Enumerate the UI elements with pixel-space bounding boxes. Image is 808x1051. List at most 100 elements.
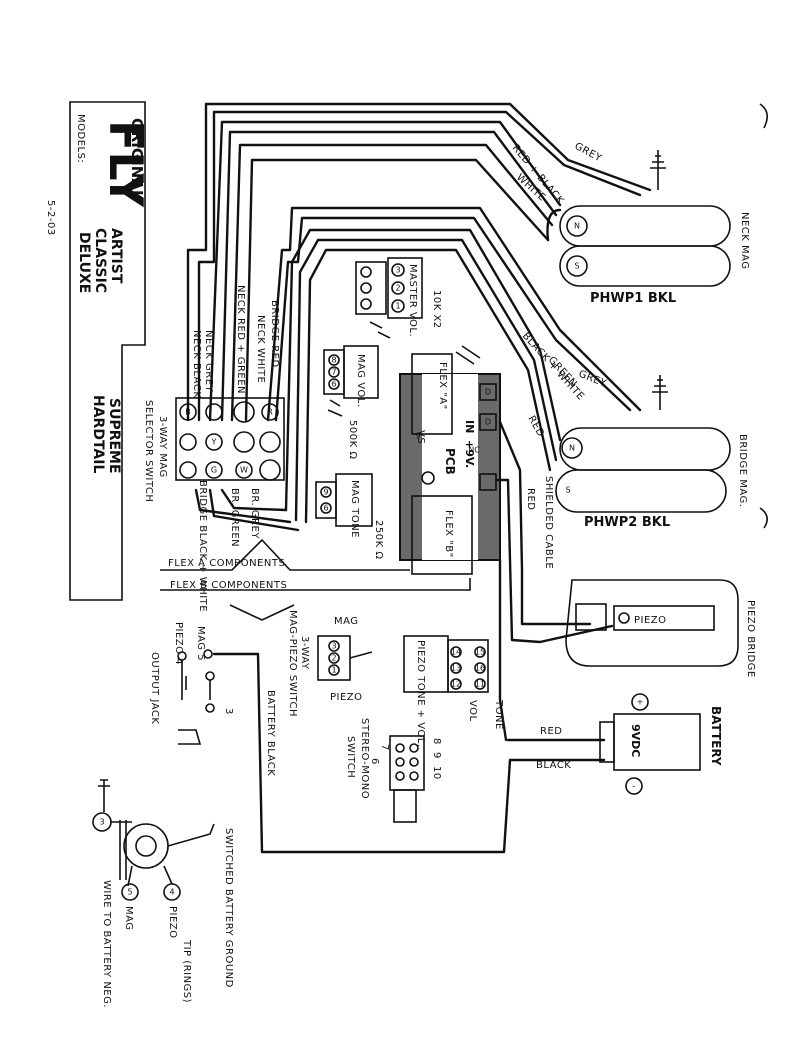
mag-vol-label: MAG VOL. <box>355 354 366 408</box>
label-neck-red-green: NECK RED + GREEN <box>235 285 246 394</box>
pcb-pad-d1: D <box>485 388 491 397</box>
pcb-board: FLEX "A" FLEX "B" IN +9V. PCB VS D D NC … <box>399 345 501 575</box>
flex-divider: FLEX A COMPONENTS FLEX B COMPONENTS <box>160 538 471 621</box>
battery: 9VDC BATTERY + - RED BLACK <box>536 693 723 795</box>
sms-pin-10: 10 <box>431 766 442 780</box>
shielded-cable-label: SHIELDED CABLE <box>543 476 554 569</box>
ptv-vol: VOL <box>467 700 478 722</box>
label-neck-white: NECK WHITE <box>255 315 266 383</box>
neck-pickup-south-coil <box>559 245 731 287</box>
master-vol-label: MASTER VOL. <box>407 264 418 337</box>
battery-minus: - <box>633 782 636 791</box>
jd-n5: 5 <box>127 888 132 897</box>
label-br-green: BR. GREEN <box>229 488 240 547</box>
master-pin-2: 2 <box>395 284 400 293</box>
neck-pickup: N S PHWP1 BKL NECK MAG GREY RED + BLACK … <box>510 141 750 306</box>
flex-a-components: FLEX A COMPONENTS <box>168 558 285 569</box>
mag-vol-pot: 8 7 6 MAG VOL. 500K Ω <box>323 345 379 459</box>
bridge-north-marker: N <box>569 444 575 453</box>
model-supreme: SUPREME <box>106 398 122 474</box>
neck-south-marker: S <box>574 262 579 271</box>
pcb-pcb: PCB <box>443 448 457 475</box>
title-date: 5-2-03 <box>45 200 56 236</box>
title-fly: FLY <box>99 120 153 208</box>
neck-wire-grey: GREY <box>573 141 604 165</box>
title-block: ORIGINAL FLY MODELS: 5-2-03 ARTIST CLASS… <box>45 101 153 601</box>
neck-pickup-side-label: NECK MAG <box>739 212 750 270</box>
mag-piezo-switch: 3 2 1 MAG PIEZO 3-WAY MAG-PIEZO SWITCH <box>287 610 373 717</box>
pcb-vs: VS <box>415 430 426 444</box>
magvol-pin-8: 8 <box>331 356 336 365</box>
ptv-pin-16: 16 <box>475 664 485 673</box>
harness-labels: NECK BLACK NECK GREY NECK RED + GREEN NE… <box>191 285 280 612</box>
model-deluxe: DELUXE <box>76 232 92 293</box>
selector-pin-y: Y <box>211 438 217 447</box>
pcb-in: IN <box>463 420 476 433</box>
mag-tone-value: 250K Ω <box>373 520 384 559</box>
selector-title: 3-WAY MAG <box>157 416 168 478</box>
jack-num3: 3 <box>223 708 234 715</box>
magtone-pin-6: 6 <box>323 504 328 513</box>
red-wire-label: RED <box>525 488 536 510</box>
jd-n4: 4 <box>169 888 174 897</box>
master-pin-1: 1 <box>395 302 400 311</box>
battery-volt: 9VDC <box>629 724 642 757</box>
wire-harness <box>186 102 652 532</box>
shielded-cable: SHIELDED CABLE RED <box>494 420 614 644</box>
pcb-pad-d2: D <box>485 418 491 427</box>
piezo-bridge-side-label: PIEZO BRIDGE <box>745 600 756 678</box>
neck-pickup-name: PHWP1 BKL <box>590 291 676 306</box>
model-artist: ARTIST <box>108 228 124 284</box>
label-bridge-black-white: BRIDGE BLACK + WHITE <box>197 480 208 612</box>
master-pin-3: 3 <box>395 266 400 275</box>
model-classic: CLASSIC <box>92 228 108 293</box>
mps-pin-1: 1 <box>331 666 336 675</box>
selector-pin-b: B <box>185 408 191 417</box>
sms-pin-8: 8 <box>431 738 442 745</box>
jd-wire-neg: WIRE TO BATTERY NEG. <box>101 880 112 1008</box>
sms-pin-7: 7 <box>379 744 390 751</box>
jack-detail: 3 5 4 SWITCHED BATTERY GROUND WIRE TO BA… <box>92 779 234 1008</box>
ptv-pin-15: 15 <box>475 648 485 657</box>
ptv-pin-12: 12 <box>451 680 461 689</box>
bridge-pickup-side-label: BRIDGE MAG. <box>737 434 748 507</box>
magvol-pin-7: 7 <box>331 368 336 377</box>
mag-tone-pot: 9 6 MAG TONE 250K Ω <box>315 473 384 559</box>
title-original: ORIGINAL <box>128 118 146 200</box>
selector-pin-r: R <box>267 408 273 417</box>
neck-north-marker: N <box>574 222 580 231</box>
jd-tip-rings: TIP (RINGS) <box>181 939 192 1003</box>
piezo-bridge: PIEZO PIEZO BRIDGE <box>565 579 756 678</box>
mps-pin-2: 2 <box>331 654 336 663</box>
label-neck-black: NECK BLACK <box>191 330 202 398</box>
mag-tone-label: MAG TONE <box>349 480 360 538</box>
flex-b-components: FLEX B COMPONENTS <box>170 580 287 591</box>
jd-mag: MAG <box>123 906 134 931</box>
mps-pin-3: 3 <box>331 642 336 651</box>
battery-black-label: BATTERY BLACK <box>265 690 276 776</box>
bridge-south-marker: S <box>565 486 570 495</box>
ptv-pin-13: 13 <box>451 664 461 673</box>
ptv-pin-11: 11 <box>475 680 485 689</box>
sms-pin-9: 9 <box>431 752 442 759</box>
magvol-pin-6: 6 <box>331 380 336 389</box>
punch-hole-top <box>759 103 768 129</box>
pcb-flex-a: FLEX "A" <box>437 362 448 410</box>
battery-black-wire-label: BLACK <box>536 760 571 771</box>
pcb-nc: NC <box>468 446 480 455</box>
jd-n3: 3 <box>99 818 104 827</box>
sms-subtitle: SWITCH <box>345 736 356 778</box>
label-br-grey: BR. GREY <box>249 488 260 539</box>
master-vol-pot: 3 2 1 MASTER VOL. 10K X2 <box>355 257 442 339</box>
mag-vol-value: 500K Ω <box>347 420 358 459</box>
bridge-pickup-north-coil <box>559 427 731 471</box>
ptv-tone: TONE <box>493 699 504 730</box>
mps-mag-label: MAG <box>334 616 359 627</box>
ptv-pin-14: 14 <box>451 648 461 657</box>
battery-label: BATTERY <box>709 706 723 766</box>
sms-title: STEREO-MONO <box>359 718 370 799</box>
jack-mag5: MAG 5 <box>195 626 206 661</box>
bridge-wire-red: RED <box>525 414 546 439</box>
title-models: MODELS: <box>75 114 86 163</box>
